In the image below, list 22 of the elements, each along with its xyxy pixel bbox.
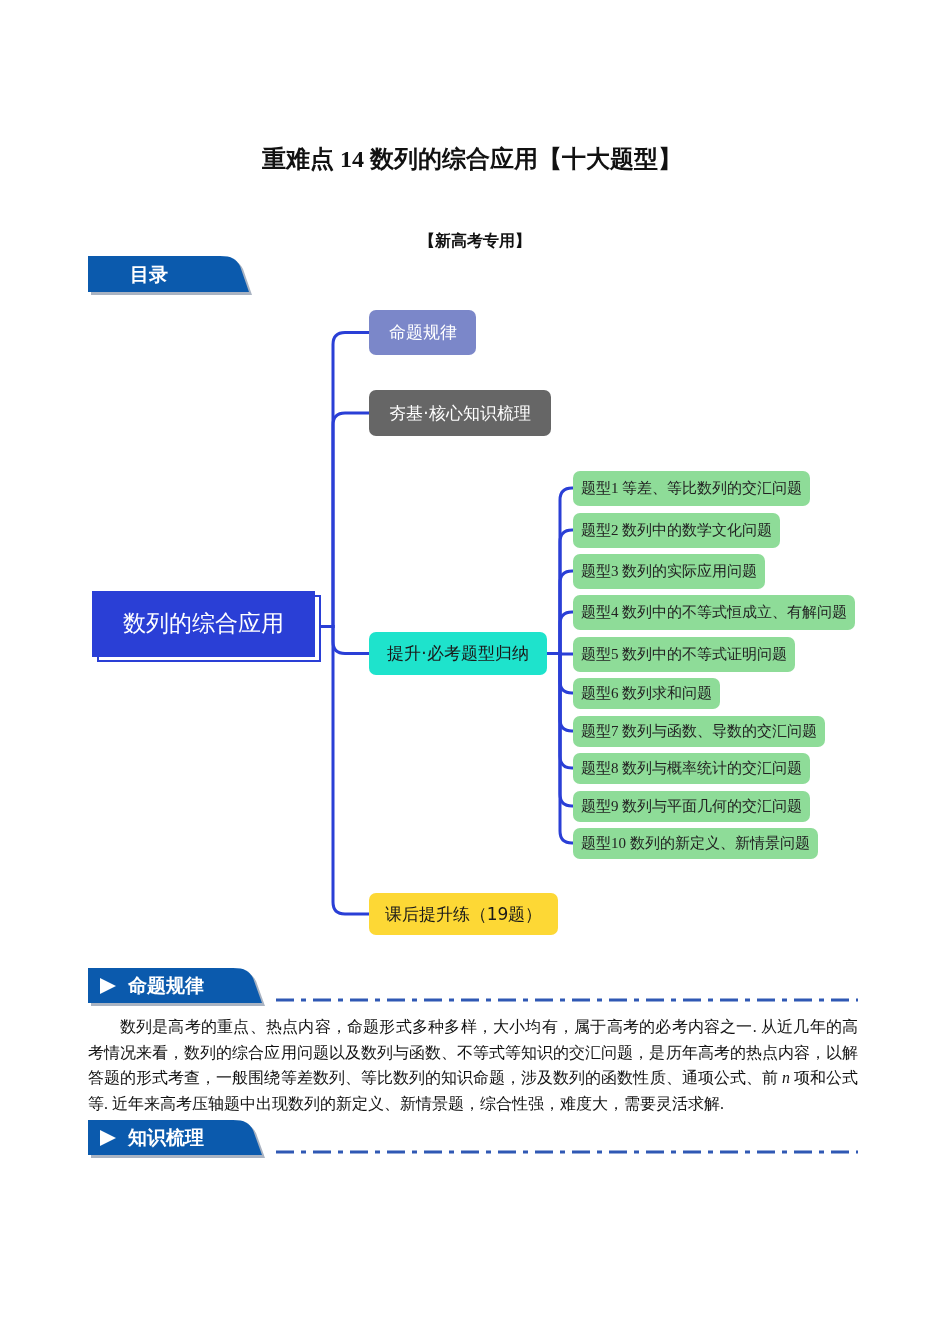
page-title: 重难点 14 数列的综合应用【十大题型】: [262, 145, 682, 174]
subtopic-box: 题型10 数列的新定义、新情景问题: [573, 827, 818, 859]
subtopic-box: 题型5 数列中的不等式证明问题: [573, 636, 796, 672]
subtopic-box: 题型9 数列与平面几何的交汇问题: [573, 790, 811, 822]
connector-line: [547, 652, 574, 845]
subtopic-box: 题型1 等差、等比数列的交汇问题: [573, 470, 811, 506]
branch-box: 提升·必考题型归纳: [369, 632, 547, 675]
subtopic-box: 题型7 数列与函数、导数的交汇问题: [573, 715, 826, 747]
subtopic-box: 题型2 数列中的数学文化问题: [573, 512, 781, 548]
subtopic-box: 题型8 数列与概率统计的交汇问题: [573, 752, 811, 784]
section-heading: 知识梳理: [128, 1126, 204, 1149]
subtopic-box: 题型6 数列求和问题: [573, 677, 721, 709]
branch-box: 课后提升练（19题）: [369, 893, 558, 935]
connector-line: [321, 625, 369, 916]
subtitle: 【新高考专用】: [419, 231, 531, 251]
branch-box: 命题规律: [369, 310, 476, 355]
body-paragraph: 数列是高考的重点、热点内容，命题形式多种多样，大小均有，属于高考的必考内容之一. 从近几年的高考情况来看，数列的综合应用问题以及数列与函数、不等式等知识的交汇问题，是历年高考的热点内容，以解答题的形式考查，一般围绕等差数列、等比数列的知识命题，涉及数列的函数性质、通项公式、前 n 项和公式等. 近年来高考压轴题中出现数列的新定义、新情景题，综合性强，难度大，需要灵活求解.: [88, 1017, 858, 1114]
section-heading: 目录: [130, 262, 168, 286]
subtopic-box: 题型3 数列的实际应用问题: [573, 553, 766, 589]
section-heading: 命题规律: [128, 974, 204, 997]
branch-box: 夯基·核心知识梳理: [369, 390, 551, 436]
subtopic-box: 题型4 数列中的不等式恒成立、有解问题: [573, 594, 856, 630]
